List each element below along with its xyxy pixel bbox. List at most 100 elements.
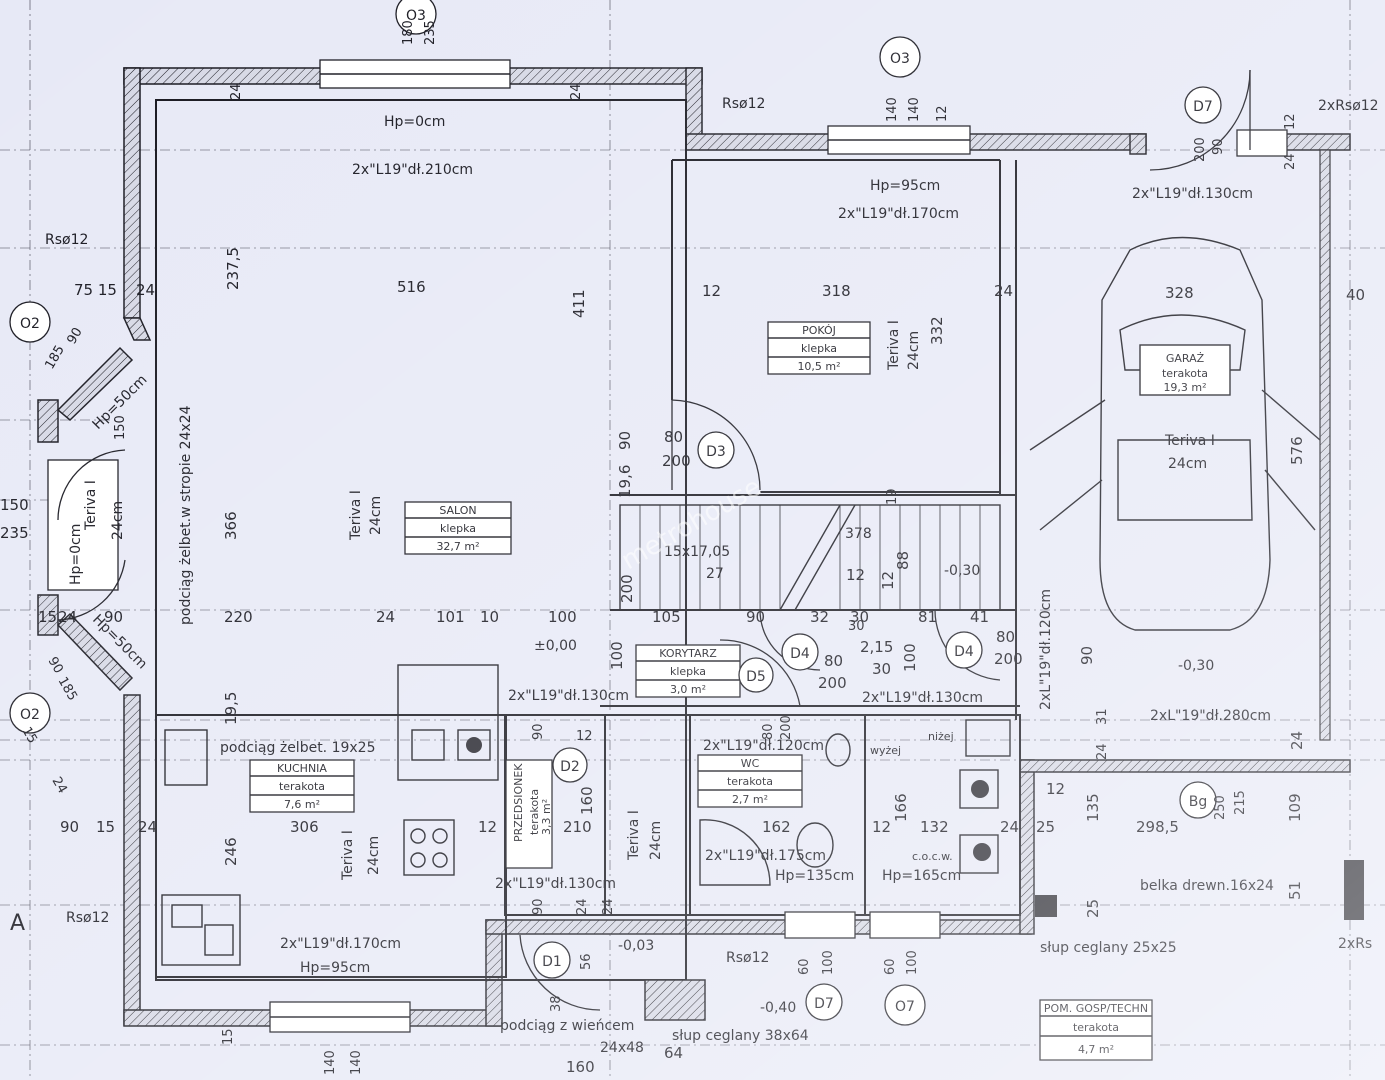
svg-text:D3: D3 xyxy=(706,444,726,460)
svg-text:75 15: 75 15 xyxy=(74,281,117,299)
svg-text:24cm: 24cm xyxy=(366,836,382,875)
svg-text:Hp=0cm: Hp=0cm xyxy=(384,114,445,130)
svg-text:Hp=135cm: Hp=135cm xyxy=(775,868,854,884)
svg-text:Hp=95cm: Hp=95cm xyxy=(870,178,940,194)
svg-text:D7: D7 xyxy=(814,996,834,1012)
svg-text:3,3 m²: 3,3 m² xyxy=(540,799,553,835)
svg-text:O2: O2 xyxy=(20,707,40,723)
svg-text:25: 25 xyxy=(1084,899,1102,918)
svg-text:2x"L19"dł.130cm: 2x"L19"dł.130cm xyxy=(508,688,629,704)
svg-text:140: 140 xyxy=(907,97,922,122)
svg-text:-0,30: -0,30 xyxy=(1178,658,1214,674)
svg-text:WC: WC xyxy=(741,757,760,770)
svg-text:100: 100 xyxy=(548,608,577,626)
svg-text:15: 15 xyxy=(96,818,115,836)
svg-text:40: 40 xyxy=(1346,286,1365,304)
svg-text:80: 80 xyxy=(824,652,843,670)
svg-text:10,5 m²: 10,5 m² xyxy=(797,360,840,373)
svg-text:200: 200 xyxy=(662,452,691,470)
svg-text:klepka: klepka xyxy=(670,665,706,678)
svg-text:220: 220 xyxy=(224,608,253,626)
svg-text:27: 27 xyxy=(706,566,724,582)
svg-text:24: 24 xyxy=(1000,818,1019,836)
svg-text:Hp=165cm: Hp=165cm xyxy=(882,868,961,884)
svg-text:terakota: terakota xyxy=(1073,1021,1119,1034)
svg-text:100: 100 xyxy=(905,950,920,975)
svg-text:O2: O2 xyxy=(20,316,40,332)
svg-text:56: 56 xyxy=(579,953,594,970)
svg-text:12: 12 xyxy=(478,818,497,836)
svg-text:90: 90 xyxy=(1211,138,1226,155)
svg-text:2xRsø12: 2xRsø12 xyxy=(1318,98,1379,114)
svg-text:3,0 m²: 3,0 m² xyxy=(670,683,706,696)
svg-text:24: 24 xyxy=(376,608,395,626)
svg-text:Hp=0cm: Hp=0cm xyxy=(68,524,84,585)
svg-text:140: 140 xyxy=(323,1050,338,1075)
svg-text:298,5: 298,5 xyxy=(1136,818,1179,836)
room-label-korytarz: KORYTARZ klepka 3,0 m² xyxy=(635,644,741,698)
svg-text:Teriva I: Teriva I xyxy=(626,810,642,861)
svg-text:162: 162 xyxy=(762,818,791,836)
svg-text:24: 24 xyxy=(994,282,1013,300)
svg-text:4,7 m²: 4,7 m² xyxy=(1078,1043,1114,1056)
svg-text:2x"L19"dł.170cm: 2x"L19"dł.170cm xyxy=(280,936,401,952)
svg-text:2x"L19"dł.130cm: 2x"L19"dł.130cm xyxy=(862,690,983,706)
svg-text:2x"L19"dł.170cm: 2x"L19"dł.170cm xyxy=(838,206,959,222)
svg-text:24: 24 xyxy=(601,898,616,915)
svg-text:19: 19 xyxy=(885,488,900,505)
svg-text:332: 332 xyxy=(928,316,946,345)
svg-text:12: 12 xyxy=(1283,113,1298,130)
svg-text:38: 38 xyxy=(549,995,564,1012)
svg-text:30: 30 xyxy=(848,619,865,634)
svg-text:niżej: niżej xyxy=(928,730,954,743)
svg-text:90: 90 xyxy=(60,818,79,836)
svg-text:250: 250 xyxy=(1213,795,1228,820)
svg-text:wyżej: wyżej xyxy=(870,744,901,757)
svg-text:246: 246 xyxy=(222,837,240,866)
svg-text:24cm: 24cm xyxy=(1168,456,1207,472)
svg-text:200: 200 xyxy=(779,715,794,740)
svg-text:podciąg żelbet. 19x25: podciąg żelbet. 19x25 xyxy=(220,740,376,756)
room-label-kuchnia: KUCHNIA terakota 7,6 m² xyxy=(249,759,355,813)
svg-text:60: 60 xyxy=(797,958,812,975)
svg-text:klepka: klepka xyxy=(801,342,837,355)
svg-text:12: 12 xyxy=(846,566,865,584)
svg-text:O7: O7 xyxy=(895,999,915,1015)
svg-text:80: 80 xyxy=(664,428,683,446)
svg-text:235: 235 xyxy=(423,20,438,45)
svg-text:200: 200 xyxy=(994,650,1023,668)
svg-text:24: 24 xyxy=(569,83,584,100)
svg-text:POKÓJ: POKÓJ xyxy=(802,324,836,337)
svg-text:210: 210 xyxy=(563,818,592,836)
svg-text:GARAŻ: GARAŻ xyxy=(1166,352,1205,365)
svg-text:31: 31 xyxy=(1095,708,1110,725)
svg-text:101: 101 xyxy=(436,608,465,626)
svg-text:2x"L19"dł.130cm: 2x"L19"dł.130cm xyxy=(1132,186,1253,202)
svg-text:24: 24 xyxy=(1288,731,1306,750)
svg-text:Rsø12: Rsø12 xyxy=(66,910,109,926)
svg-text:80: 80 xyxy=(996,628,1015,646)
svg-text:Bg: Bg xyxy=(1189,794,1208,810)
svg-text:12: 12 xyxy=(872,818,891,836)
svg-text:135: 135 xyxy=(1084,793,1102,822)
svg-text:32,7 m²: 32,7 m² xyxy=(436,540,479,553)
svg-text:A: A xyxy=(10,911,25,936)
svg-text:15: 15 xyxy=(221,1028,236,1045)
svg-text:24: 24 xyxy=(229,83,244,100)
svg-text:105: 105 xyxy=(652,608,681,626)
svg-text:-0,40: -0,40 xyxy=(760,1000,796,1016)
svg-text:D1: D1 xyxy=(542,954,562,970)
svg-text:80: 80 xyxy=(761,723,776,740)
svg-text:D4: D4 xyxy=(954,644,974,660)
svg-text:150: 150 xyxy=(0,496,29,514)
svg-text:2x"L19"dł.210cm: 2x"L19"dł.210cm xyxy=(352,162,473,178)
svg-text:12: 12 xyxy=(702,282,721,300)
svg-text:±0,00: ±0,00 xyxy=(534,638,577,654)
room-label-pokoj: POKÓJ klepka 10,5 m² xyxy=(767,321,871,375)
svg-text:140: 140 xyxy=(885,97,900,122)
svg-text:podciąg żelbet.w stropie 24x24: podciąg żelbet.w stropie 24x24 xyxy=(178,405,194,625)
svg-text:D2: D2 xyxy=(560,759,580,775)
svg-text:328: 328 xyxy=(1165,284,1194,302)
svg-text:24cm: 24cm xyxy=(368,496,384,535)
